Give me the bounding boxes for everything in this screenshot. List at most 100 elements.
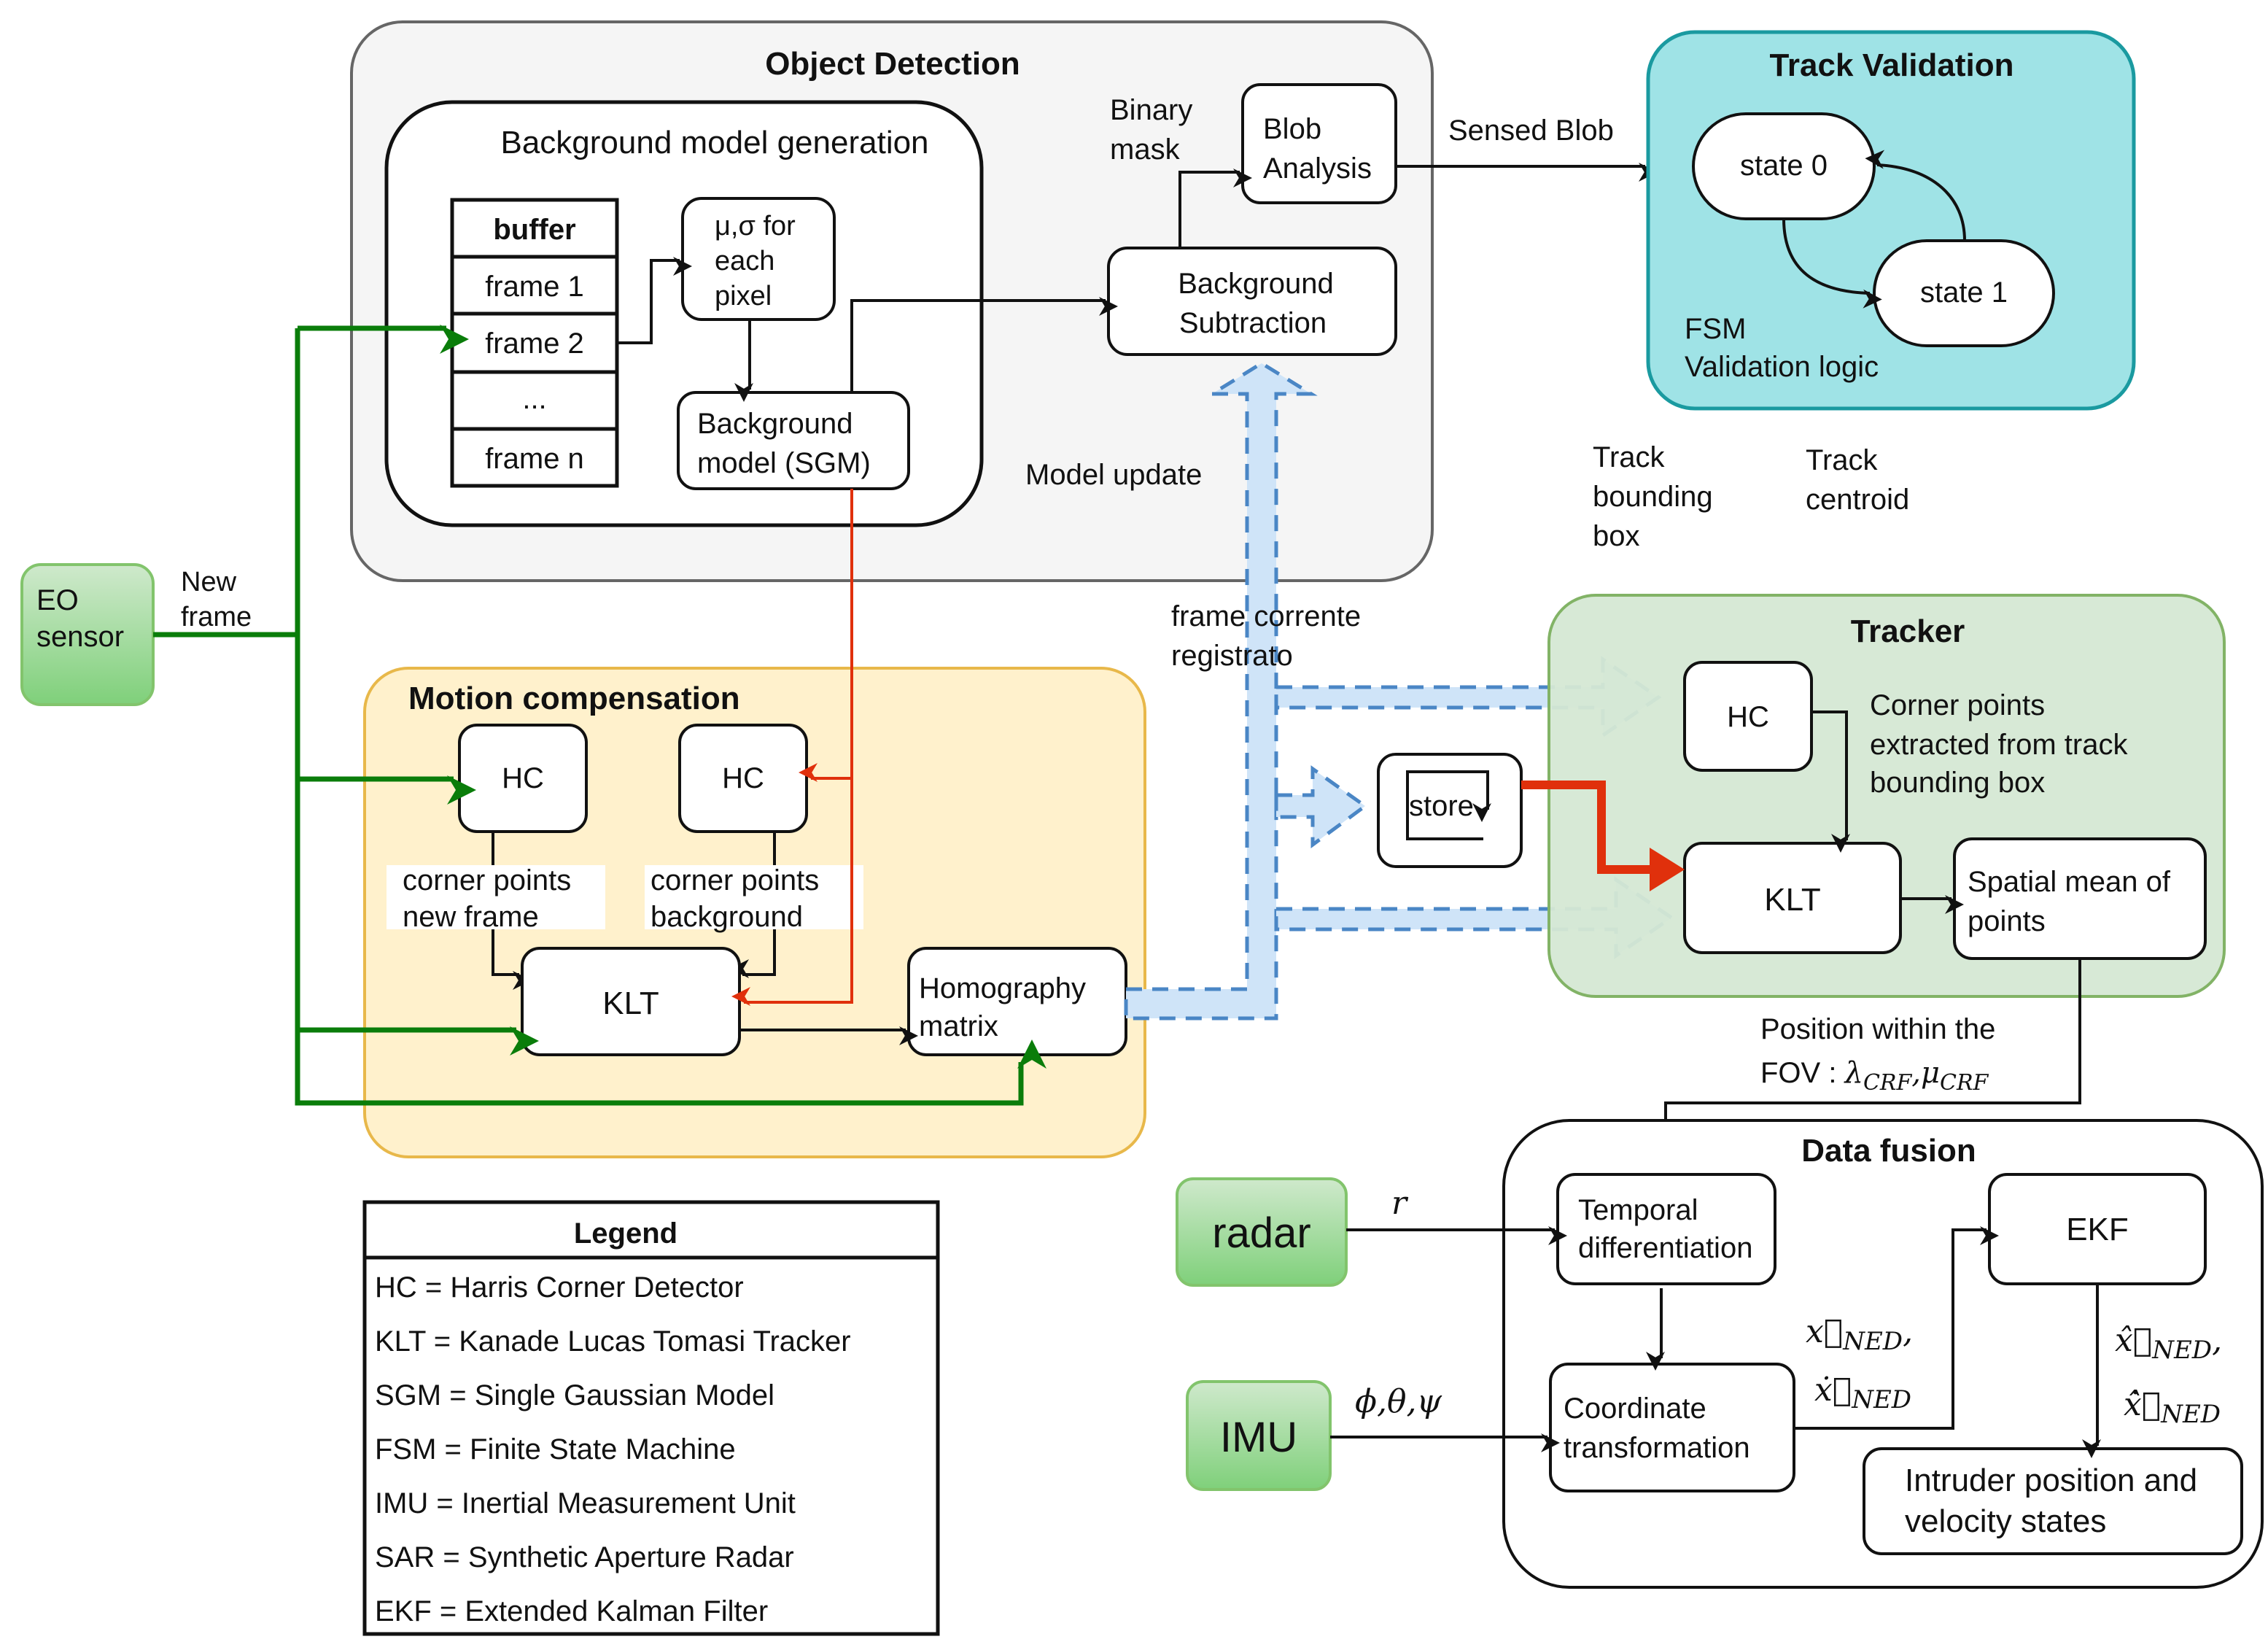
eo-sensor-label: EO <box>36 584 79 616</box>
motion-compensation-title: Motion compensation <box>408 681 740 716</box>
state1-label: state 1 <box>1920 276 2008 309</box>
binary-mask-label: Binary <box>1110 94 1192 126</box>
blob-analysis-box <box>1241 83 1397 204</box>
spatial-mean-label: points <box>1968 905 2046 937</box>
position-fov-label: FOV : λCRF,μCRF <box>1760 1056 1989 1096</box>
bg-subtraction-label: Background <box>1178 268 1333 300</box>
sensed-blob-label: Sensed Blob <box>1448 115 1614 147</box>
eo-green-flow <box>153 325 1046 1106</box>
buffer-header: buffer <box>493 214 575 246</box>
track-bbox-label: bounding <box>1593 481 1713 513</box>
coordinate-to-ekf-arrow <box>1794 1226 1999 1430</box>
hc-background-label: HC <box>722 762 764 794</box>
store-to-klt-red-arrowhead <box>1650 848 1685 891</box>
binary-mask-label: mask <box>1110 133 1181 166</box>
track-centroid-label: centroid <box>1806 484 1909 516</box>
bg-model-generation-title: Background model generation <box>500 125 928 160</box>
bg-model-sgm-box <box>677 391 910 490</box>
tracker-hc-label: HC <box>1727 701 1769 733</box>
buffer-table: buffer frame 1 frame 2 ... frame n <box>450 198 619 488</box>
store-icon <box>1406 770 1491 840</box>
state0-label: state 0 <box>1740 150 1828 182</box>
temporal-diff-label: Temporal <box>1578 1194 1698 1226</box>
coordinate-transform-label: transformation <box>1564 1432 1750 1464</box>
coordinate-transform-label: Coordinate <box>1564 1393 1706 1425</box>
data-fusion-group: Data fusion Temporal differentiation Coo… <box>1502 1119 2264 1589</box>
imu-label: IMU <box>1220 1414 1297 1461</box>
frame-corrente-label: frame corrente <box>1171 600 1361 632</box>
data-fusion-title: Data fusion <box>1801 1133 1976 1169</box>
blob-analysis-label: Blob <box>1263 113 1321 145</box>
new-frame-label: frame <box>181 602 252 632</box>
eo-sensor-label: sensor <box>36 621 124 653</box>
bg-subtraction-label: Subtraction <box>1179 307 1327 339</box>
fsm-label: Validation logic <box>1685 351 1879 383</box>
spatial-mean-box <box>1953 837 2207 960</box>
homography-label: Homography <box>919 972 1086 1004</box>
fsm-label: FSM <box>1685 313 1746 345</box>
corner-new-frame-bg <box>387 865 605 929</box>
corner-new-frame-label: new frame <box>403 901 539 933</box>
corner-points-label: bounding box <box>1870 767 2045 799</box>
bg-model-sgm-label: Background <box>697 408 853 440</box>
buffer-row: frame 1 <box>485 271 584 303</box>
state1-to-state0-arrow <box>1865 150 1966 241</box>
corner-new-frame-label: corner points <box>403 864 571 896</box>
legend-item: HC = Harris Corner Detector <box>375 1271 744 1304</box>
mu-sigma-label: pixel <box>715 281 772 311</box>
track-bbox-label: Track <box>1593 441 1666 473</box>
radar-box <box>1176 1177 1348 1287</box>
ekf-label: EKF <box>2066 1212 2129 1247</box>
x-hat-dot-ned-label: ẋ̂⃗NED <box>2124 1386 2221 1429</box>
buffer-row: ... <box>522 383 546 415</box>
temporal-diff-box <box>1556 1173 1776 1285</box>
store-label: store <box>1409 790 1474 822</box>
coordinate-transform-box <box>1549 1363 1795 1492</box>
klt-motion-label: KLT <box>602 985 659 1021</box>
object-detection-title: Object Detection <box>765 46 1020 82</box>
spatial-mean-label: Spatial mean of <box>1968 866 2171 898</box>
frame2-to-musigma-arrow <box>617 257 692 344</box>
tracker-hc-box <box>1683 661 1813 772</box>
homography-label: matrix <box>919 1010 998 1042</box>
bgsub-to-blob-arrow <box>1178 169 1252 248</box>
radar-r-label: r <box>1391 1185 1409 1222</box>
track-validation-title: Track Validation <box>1769 47 2013 83</box>
radar-label: radar <box>1212 1209 1310 1257</box>
sgm-to-klt-red-arrow <box>731 778 853 1006</box>
buffer-row: frame n <box>485 443 584 475</box>
hc-new-frame-label: HC <box>502 762 544 794</box>
temporal-diff-label: differentiation <box>1578 1232 1752 1264</box>
band-to-store-arrow <box>1274 765 1369 848</box>
x-ned-dot-label: ẋ⃗NED <box>1814 1371 1911 1414</box>
intruder-states-label: velocity states <box>1905 1503 2106 1539</box>
tracker-klt-label: KLT <box>1764 882 1820 918</box>
legend-item: IMU = Inertial Measurement Unit <box>375 1487 796 1519</box>
mu-sigma-label: μ,σ for <box>715 211 796 241</box>
corner-background-label: corner points <box>651 864 819 896</box>
store-to-klt-red-arrow <box>1521 781 1657 874</box>
new-frame-label: New <box>181 567 237 597</box>
corner-points-label: Corner points <box>1870 689 2045 721</box>
state0-to-state1-arrow <box>1782 218 1882 309</box>
object-detection-group: Object Detection Background model genera… <box>350 20 1434 582</box>
position-fov-label: Position within the <box>1760 1013 1995 1045</box>
tracker-hc-to-klt-arrow <box>1811 710 1850 853</box>
track-validation-group: Track Validation state 0 state 1 FSM Val… <box>1646 30 2136 411</box>
legend-item: SGM = Single Gaussian Model <box>375 1379 774 1411</box>
legend: Legend HC = Harris Corner Detector KLT =… <box>362 1200 940 1636</box>
legend-item: FSM = Finite State Machine <box>375 1433 736 1465</box>
frame-corrente-label: registrato <box>1171 640 1293 672</box>
corner-background-label: background <box>651 901 803 933</box>
tracker-title: Tracker <box>1851 613 1965 649</box>
motion-compensation-group: Motion compensation HC HC corner points … <box>363 667 1146 1158</box>
corner-points-label: extracted from track <box>1870 729 2128 761</box>
corner-background-bg <box>645 865 863 929</box>
track-bbox-label: box <box>1593 520 1640 552</box>
intruder-states-label: Intruder position and <box>1905 1463 2197 1498</box>
blob-analysis-label: Analysis <box>1263 152 1372 185</box>
x-ned-label: x⃗NED, <box>1806 1313 1913 1356</box>
intruder-states-box <box>1863 1447 2243 1555</box>
legend-box <box>362 1200 940 1636</box>
